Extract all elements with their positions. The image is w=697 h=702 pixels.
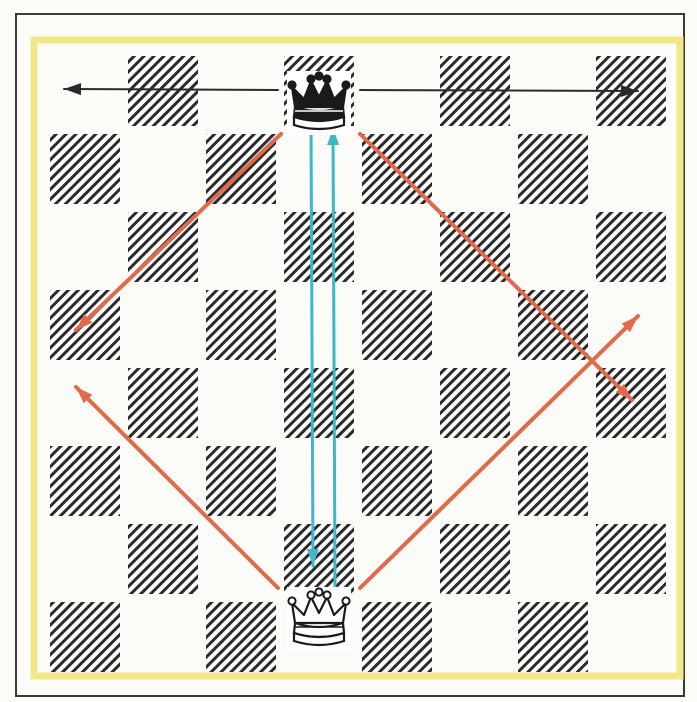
dark-square-e5 [362,290,432,360]
dark-square-b4 [128,368,198,438]
dark-square-a3 [50,446,120,516]
dark-square-e1 [362,602,432,672]
dark-square-b8 [128,56,198,126]
dark-square-h6 [596,212,666,282]
dark-square-c3 [206,446,276,516]
dark-square-c1 [206,602,276,672]
dark-square-d2 [284,524,354,594]
queen-black [287,71,351,135]
dark-square-d6 [284,212,354,282]
dark-square-d4 [284,368,354,438]
dark-square-a7 [50,134,120,204]
dark-square-g7 [518,134,588,204]
dark-square-g1 [518,602,588,672]
dark-square-f4 [440,368,510,438]
dark-square-h2 [596,524,666,594]
dark-square-e3 [362,446,432,516]
dark-square-g3 [518,446,588,516]
dark-square-f2 [440,524,510,594]
dark-square-a1 [50,602,120,672]
queen-white [287,587,351,651]
dark-square-b2 [128,524,198,594]
dark-square-h4 [596,368,666,438]
dark-square-c5 [206,290,276,360]
